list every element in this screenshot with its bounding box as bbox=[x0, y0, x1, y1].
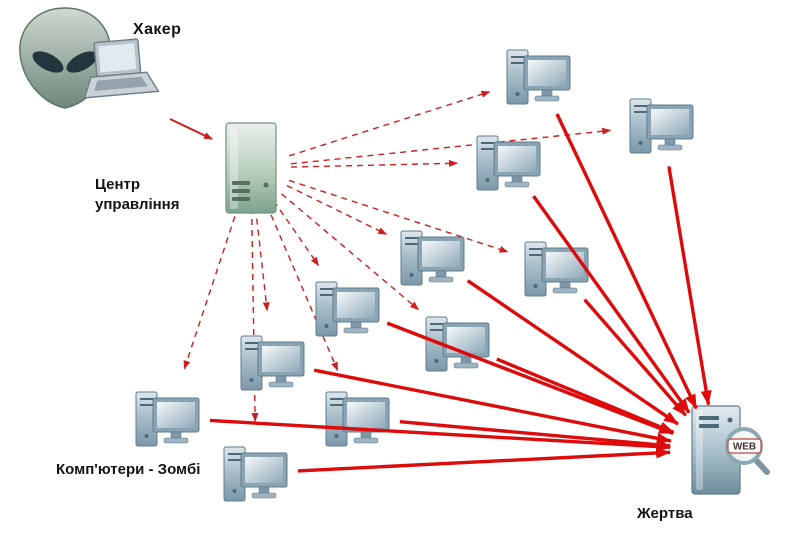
zombie-computer-icon bbox=[135, 391, 200, 447]
attack-arrow bbox=[313, 368, 672, 444]
zombie-computer-icon bbox=[476, 135, 541, 191]
zombie-computer-icon bbox=[506, 49, 571, 105]
command-arrow bbox=[286, 184, 388, 235]
attack-arrow bbox=[555, 113, 698, 410]
zombie-computer-icon bbox=[315, 281, 380, 337]
web-badge: WEB bbox=[733, 442, 756, 453]
attack-arrow bbox=[583, 298, 688, 417]
command-arrow bbox=[183, 205, 240, 370]
attack-arrow bbox=[667, 166, 712, 406]
attack-arrow bbox=[496, 357, 675, 434]
web-magnifier-icon: WEB bbox=[725, 427, 770, 475]
victim-server-icon: WEB bbox=[691, 405, 770, 495]
hacker-label: Хакер bbox=[133, 21, 182, 38]
zombie-computer-icon bbox=[325, 391, 390, 447]
attack-arrow bbox=[209, 418, 672, 452]
zombie-computer-icon bbox=[524, 241, 589, 297]
attack-arrow bbox=[297, 447, 672, 473]
zombie-computer-icon bbox=[400, 230, 465, 286]
zombie-computer-icon bbox=[425, 316, 490, 372]
zombie-computer-icon bbox=[629, 98, 694, 154]
laptop-icon bbox=[83, 38, 160, 99]
hacker-command-arrow bbox=[169, 118, 213, 140]
zombie-computer-icon bbox=[223, 446, 288, 502]
attack-arrow bbox=[466, 279, 679, 426]
control-center-server-icon bbox=[225, 122, 277, 214]
command-arrow bbox=[281, 193, 420, 311]
command-arrow bbox=[266, 204, 339, 372]
command-arrow bbox=[254, 207, 270, 312]
command-arrow bbox=[288, 179, 509, 253]
attack-arrow bbox=[532, 195, 691, 414]
attack-arrow bbox=[399, 420, 672, 451]
attack-arrow bbox=[386, 321, 675, 436]
zombie-computers-label: Комп'ютери - Зомбі bbox=[56, 461, 201, 478]
command-arrow bbox=[290, 159, 459, 168]
hacker-alien-icon bbox=[19, 7, 160, 109]
command-arrow bbox=[290, 127, 612, 165]
command-arrow bbox=[273, 200, 319, 267]
victim-label: Жертва bbox=[637, 505, 693, 522]
command-arrow bbox=[288, 90, 491, 157]
zombie-computer-icon bbox=[240, 335, 305, 391]
control-center-label: Центр управління bbox=[95, 176, 180, 213]
